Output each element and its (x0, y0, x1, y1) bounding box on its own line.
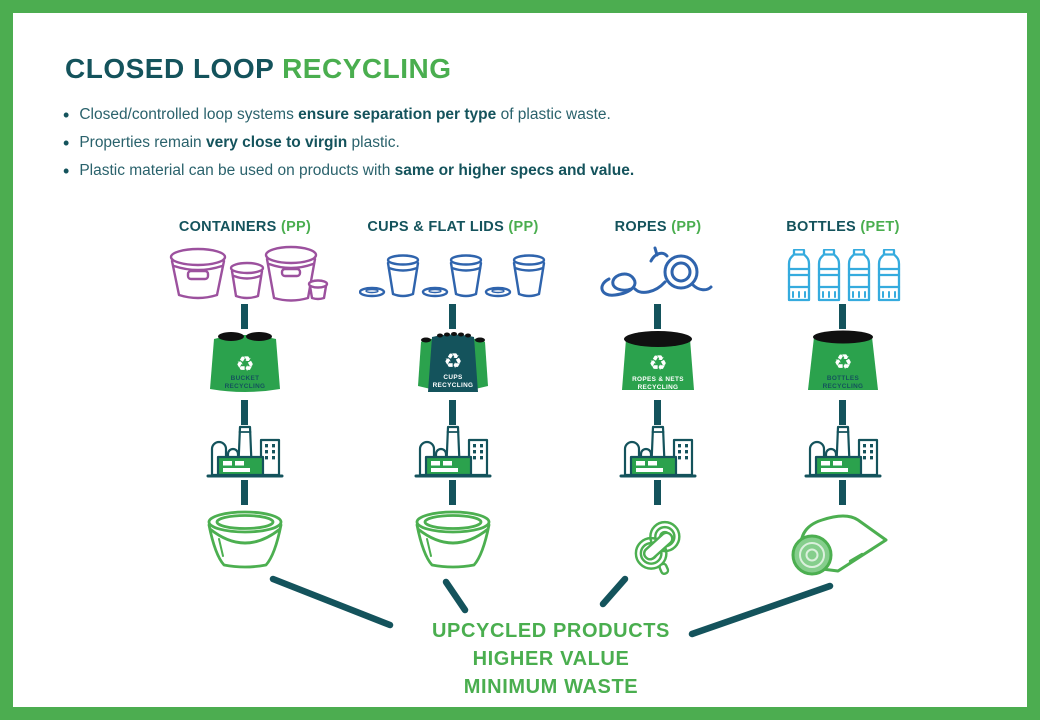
flow-connector (654, 304, 661, 329)
bullet-icon: • (63, 133, 70, 153)
recycle-symbol-icon: ♻ (444, 349, 463, 373)
ropes-recycling-bin-icon: ♻ ROPES & NETS RECYCLING (622, 331, 694, 391)
flow-connector (241, 400, 248, 425)
bullet-icon: • (63, 161, 70, 181)
bin-label-line1: BOTTLES (827, 375, 860, 382)
bullet-item: • Properties remain very close to virgin … (63, 129, 634, 157)
cups-and-lids-icon (359, 254, 546, 298)
bullet-item: • Plastic material can be used on product… (63, 157, 634, 185)
footer-line-1: UPCYCLED PRODUCTS (432, 620, 670, 642)
rope-product-icon (634, 520, 681, 575)
bin-label-line2: RECYCLING (638, 384, 679, 391)
footer-message: UPCYCLED PRODUCTS HIGHER VALUE MINIMUM W… (351, 617, 751, 701)
column-header-cups: CUPS & FLAT LIDS (PP) (367, 219, 539, 235)
footer-line-3: MINIMUM WASTE (463, 676, 639, 698)
recycle-symbol-icon: ♻ (649, 351, 668, 375)
recycle-symbol-icon: ♻ (834, 350, 853, 374)
title-green: RECYCLING (282, 53, 452, 84)
bullet-icon: • (63, 105, 70, 125)
flow-connector (839, 480, 846, 505)
flow-connector (449, 304, 456, 329)
factory-icon (206, 425, 284, 478)
bottles-recycling-bin-icon: ♻ BOTTLES RECYCLING (808, 330, 878, 390)
column-header-containers: CONTAINERS (PP) (178, 219, 312, 235)
bin-label-line2: RECYCLING (225, 383, 266, 390)
ropes-icon (600, 246, 713, 297)
page-title: CLOSED LOOP RECYCLING (65, 53, 451, 85)
flow-connector (241, 480, 248, 505)
flow-connector (449, 480, 456, 505)
recycle-symbol-icon: ♻ (236, 352, 255, 376)
footer-line-2: HIGHER VALUE (472, 648, 630, 670)
bucket-product-icon (415, 510, 491, 569)
bucket-recycling-bin-icon: ♻ BUCKET RECYCLING (210, 332, 280, 392)
column-header-ropes: ROPES (PP) (614, 219, 702, 235)
bullet-text: Closed/controlled loop systems ensure se… (79, 106, 611, 123)
bin-label-line2: RECYCLING (823, 383, 864, 390)
containers-icon (169, 245, 329, 302)
mat-roll-product-icon (791, 514, 888, 576)
bullet-text: Plastic material can be used on products… (79, 162, 635, 179)
factory-icon (804, 425, 882, 478)
title-dark: CLOSED LOOP (65, 53, 283, 84)
factory-icon (414, 425, 492, 478)
column-header-bottles: BOTTLES (PET) (786, 219, 900, 235)
flow-connector (839, 304, 846, 329)
cups-recycling-bin-icon: ♻ CUPS RECYCLING (418, 332, 488, 392)
bullet-item: • Closed/controlled loop systems ensure s… (63, 101, 634, 129)
factory-icon (619, 425, 697, 478)
flow-connector (654, 400, 661, 425)
bullet-text: Properties remain very close to virgin p… (79, 134, 400, 151)
bin-label-line1: BUCKET (231, 375, 260, 382)
bullet-list: • Closed/controlled loop systems ensure s… (63, 101, 634, 185)
bucket-product-icon (207, 510, 283, 569)
bin-label-line1: ROPES & NETS (632, 376, 684, 383)
bin-label-line2: RECYCLING (433, 382, 474, 389)
bottles-icon (787, 249, 901, 302)
flow-connector (449, 400, 456, 425)
flow-lines (269, 575, 834, 638)
flow-connector (839, 400, 846, 425)
bin-label-line1: CUPS (443, 374, 463, 381)
flow-connector (241, 304, 248, 329)
flow-connector (654, 480, 661, 505)
